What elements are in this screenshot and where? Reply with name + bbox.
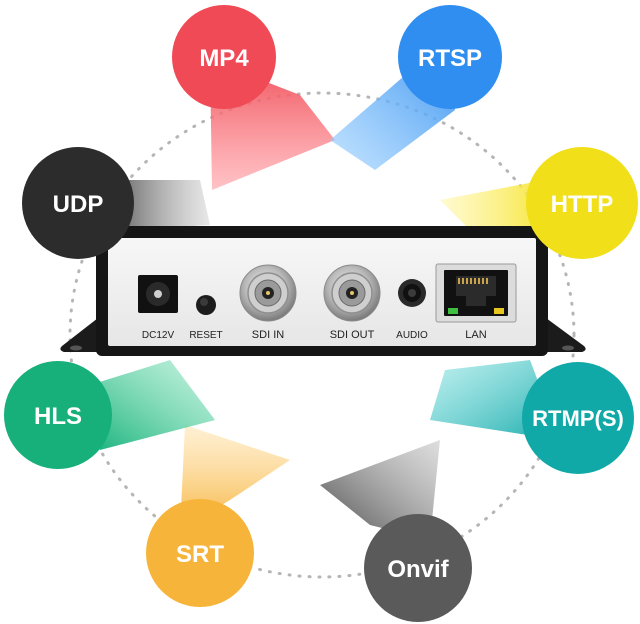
port-label-reset: RESET xyxy=(189,330,222,341)
bubble-label-mp4: MP4 xyxy=(199,45,249,72)
port-label-audio: AUDIO xyxy=(396,330,428,341)
dc-jack-pin xyxy=(154,290,162,298)
dotted-ring xyxy=(68,91,576,579)
bubble-label-onvif: Onvif xyxy=(387,556,449,583)
bubble-label-udp: UDP xyxy=(53,191,104,218)
bubble-srt: SRT xyxy=(146,499,254,607)
sdi-out-connector xyxy=(323,264,381,322)
sdi-in-connector xyxy=(239,264,297,322)
bubble-onvif: Onvif xyxy=(364,514,472,622)
audio-jack xyxy=(398,279,426,307)
mounting-ear-right xyxy=(540,318,586,352)
beam-hls xyxy=(90,360,215,450)
bubble-hls: HLS xyxy=(4,361,112,469)
bubble-label-hls: HLS xyxy=(34,403,82,430)
bubble-label-http: HTTP xyxy=(551,191,614,218)
port-label-dc12v: DC12V xyxy=(142,330,175,341)
bubble-label-rtsp: RTSP xyxy=(418,45,482,72)
bubble-label-srt: SRT xyxy=(176,541,224,568)
ear-hole-left xyxy=(70,345,82,351)
bubble-rtmp: RTMP(S) xyxy=(522,362,634,474)
lan-activity-led-icon xyxy=(494,308,504,314)
bubble-mp4: MP4 xyxy=(172,5,276,109)
port-label-sdi-out: SDI OUT xyxy=(330,329,375,341)
front-panel xyxy=(108,238,536,346)
bubble-http: HTTP xyxy=(526,147,638,259)
beam-udp xyxy=(110,180,210,230)
mounting-ear-left xyxy=(60,318,104,352)
ear-hole-right xyxy=(562,345,574,351)
bubble-label-rtmp: RTMP(S) xyxy=(532,406,624,431)
bubble-rtsp: RTSP xyxy=(398,5,502,109)
port-label-lan: LAN xyxy=(465,329,486,341)
port-label-sdi-in: SDI IN xyxy=(252,329,284,341)
lan-port xyxy=(435,263,517,323)
encoder-device: DC12V RESET SDI IN SDI OUT AUDIO LAN xyxy=(60,226,586,356)
protocol-bubbles: MP4 RTSP HTTP RTMP(S) Onvif SRT xyxy=(4,5,638,622)
bubble-udp: UDP xyxy=(22,147,134,259)
lan-link-led-icon xyxy=(448,308,458,314)
